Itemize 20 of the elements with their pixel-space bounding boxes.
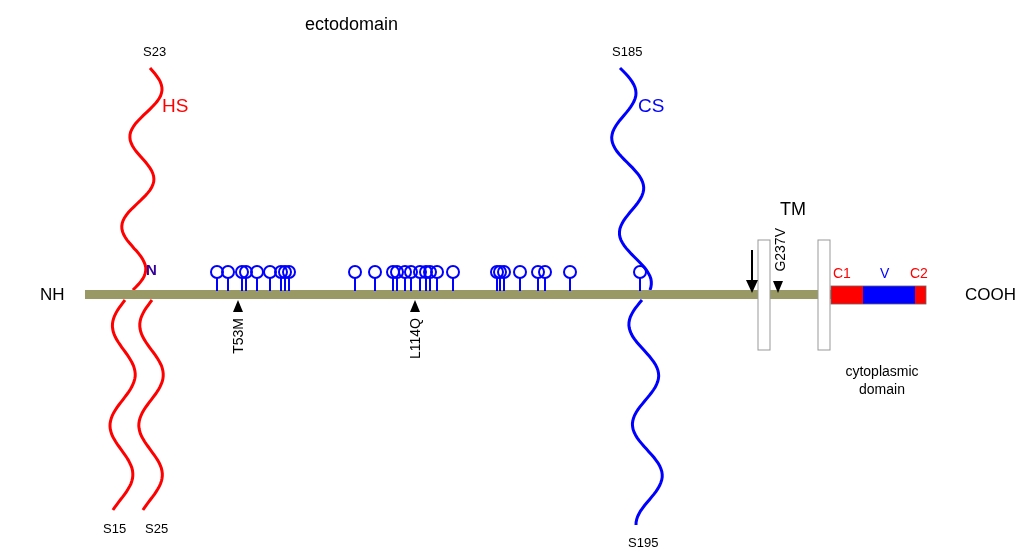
- terminus-label: COOH: [965, 286, 1016, 303]
- mutation-label: L114Q: [408, 318, 422, 359]
- residue-label: S185: [612, 45, 643, 58]
- domain-label: cytoplasmic domain: [844, 362, 920, 399]
- transmembrane-box: [757, 239, 771, 351]
- residue-label: S15: [103, 522, 127, 535]
- transmembrane-box: [817, 239, 831, 351]
- residue-label: S25: [145, 522, 169, 535]
- residue-label: S195: [628, 536, 659, 549]
- domain-label: TM: [780, 200, 806, 218]
- terminus-label: NH: [40, 286, 65, 303]
- region-label: C2: [910, 266, 928, 280]
- chain-label: CS: [638, 96, 665, 115]
- chain-label: HS: [162, 96, 189, 115]
- domain-label: ectodomain: [305, 15, 399, 33]
- glycosylation-label: N: [146, 262, 157, 277]
- residue-label: S23: [143, 45, 167, 58]
- mutation-label: G237V: [773, 228, 787, 272]
- region-label: V: [880, 266, 890, 280]
- mutation-label: T53M: [231, 318, 245, 354]
